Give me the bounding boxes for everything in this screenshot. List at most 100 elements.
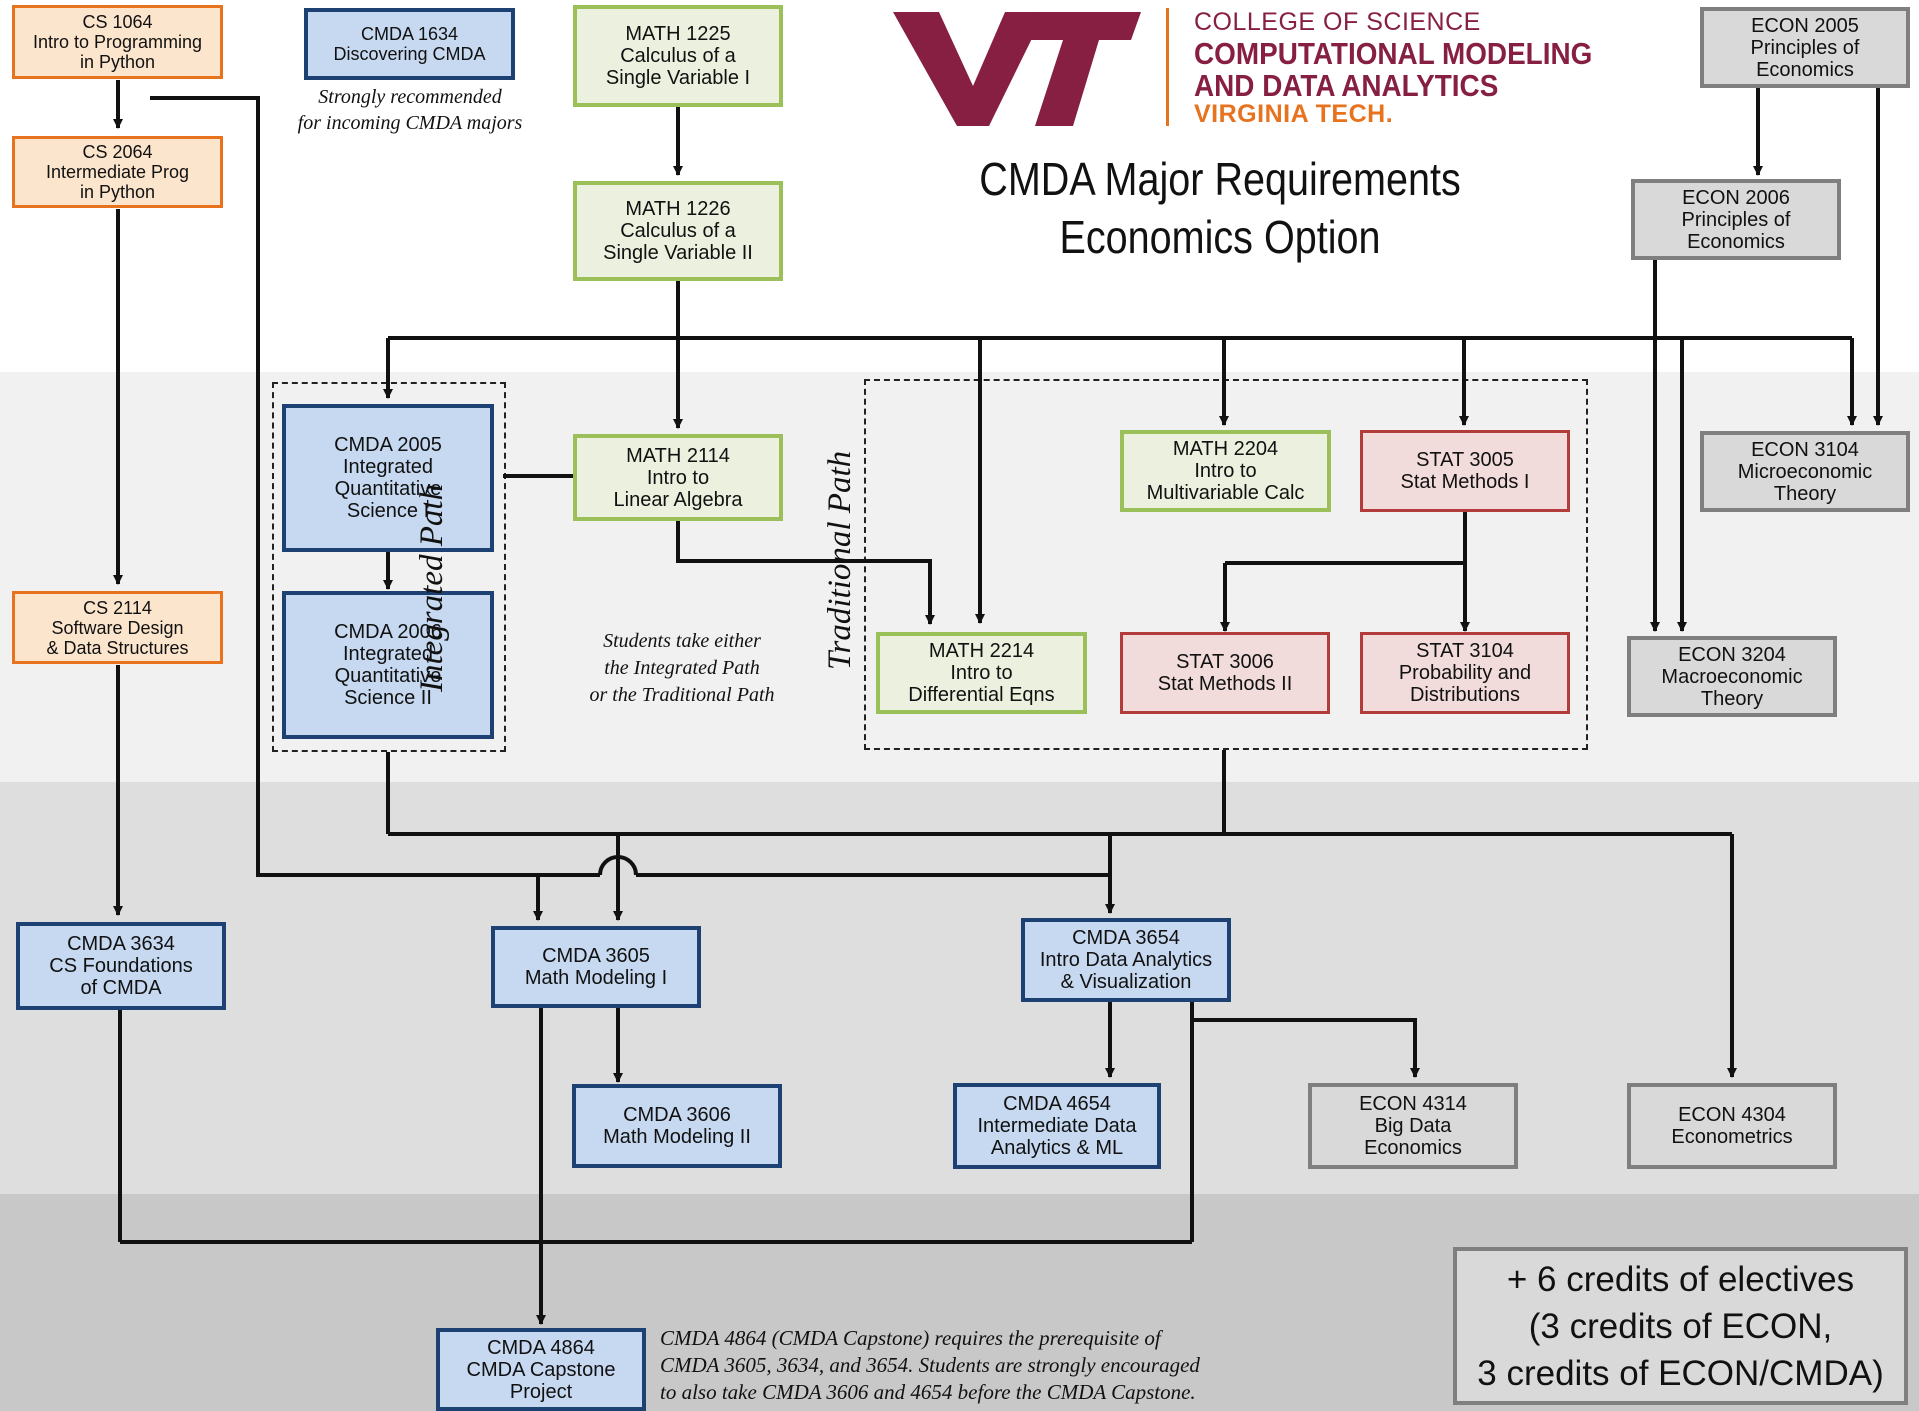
course-title: Software Design bbox=[51, 617, 184, 638]
course-cmda3634: CMDA 3634 CS Foundations of CMDA bbox=[16, 922, 226, 1010]
logo-divider bbox=[1166, 8, 1169, 126]
course-code: MATH 1226 bbox=[625, 198, 731, 220]
electives-line-1: + 6 credits of electives bbox=[1506, 1259, 1855, 1299]
svg-text:VT: VT bbox=[893, 8, 895, 9]
course-title: Theory bbox=[1773, 482, 1837, 505]
course-code: CS 2064 bbox=[82, 142, 153, 162]
course-econ2005: ECON 2005 Principles of Economics bbox=[1700, 7, 1910, 88]
course-code: CS 2114 bbox=[83, 597, 152, 618]
course-code: ECON 3204 bbox=[1678, 643, 1786, 666]
page-title-line-2: Economics Option bbox=[1059, 211, 1381, 263]
course-title: Project bbox=[509, 1380, 573, 1403]
course-math2114: MATH 2114 Intro to Linear Algebra bbox=[573, 434, 783, 521]
course-cmda2006: CMDA 2006 Integrated Quantitative Scienc… bbox=[282, 591, 494, 739]
course-title: Intro to bbox=[1194, 460, 1257, 482]
college-name: COLLEGE OF SCIENCE bbox=[1194, 8, 1481, 36]
electives-line-2: (3 credits of ECON, bbox=[1528, 1306, 1833, 1346]
course-title: Quantitative bbox=[334, 665, 442, 687]
course-title: Theory bbox=[1700, 687, 1764, 710]
course-title: Quantitative bbox=[334, 478, 442, 500]
course-code: ECON 2006 bbox=[1682, 186, 1790, 209]
course-code: ECON 3104 bbox=[1751, 438, 1859, 461]
course-cs2114: CS 2114 Software Design & Data Structure… bbox=[12, 591, 223, 664]
course-title: CMDA Capstone bbox=[466, 1358, 616, 1381]
course-title: in Python bbox=[79, 52, 156, 72]
course-cmda3606: CMDA 3606 Math Modeling II bbox=[572, 1084, 782, 1168]
course-code: CS 1064 bbox=[82, 12, 153, 32]
course-cmda3654: CMDA 3654 Intro Data Analytics & Visuali… bbox=[1021, 918, 1231, 1002]
department-name-line-2: AND DATA ANALYTICS bbox=[1194, 68, 1499, 103]
course-math2204: MATH 2204 Intro to Multivariable Calc bbox=[1120, 430, 1331, 512]
course-title: Differential Eqns bbox=[908, 684, 1055, 706]
course-code: ECON 2005 bbox=[1751, 14, 1859, 37]
course-title: Math Modeling II bbox=[603, 1126, 751, 1148]
course-title: & Visualization bbox=[1060, 971, 1192, 993]
course-title: Intro Data Analytics bbox=[1039, 949, 1213, 971]
course-title: Calculus of a bbox=[620, 220, 736, 242]
course-title: Intermediate Data bbox=[977, 1115, 1137, 1137]
course-code: STAT 3005 bbox=[1416, 449, 1514, 471]
course-code: CMDA 4864 bbox=[487, 1336, 595, 1359]
course-title: Principles of bbox=[1750, 36, 1860, 59]
course-cmda3605: CMDA 3605 Math Modeling I bbox=[491, 926, 701, 1008]
course-econ3104: ECON 3104 Microeconomic Theory bbox=[1700, 431, 1910, 512]
course-code: MATH 2114 bbox=[626, 444, 730, 467]
course-econ2006: ECON 2006 Principles of Economics bbox=[1631, 179, 1841, 260]
course-cmda4654: CMDA 4654 Intermediate Data Analytics & … bbox=[953, 1083, 1161, 1169]
course-title: Discovering CMDA bbox=[333, 44, 486, 64]
course-title: Economics bbox=[1364, 1137, 1462, 1159]
cmda1634-recommendation-note: Strongly recommended for incoming CMDA m… bbox=[297, 86, 523, 134]
course-title: Analytics & ML bbox=[990, 1137, 1124, 1159]
course-math1226: MATH 1226 Calculus of a Single Variable … bbox=[573, 181, 783, 281]
course-code: STAT 3006 bbox=[1176, 651, 1274, 673]
course-title: Integrated bbox=[342, 456, 434, 478]
course-title: Intro to bbox=[950, 662, 1013, 684]
course-code: CMDA 2005 bbox=[334, 434, 442, 456]
course-math1225: MATH 1225 Calculus of a Single Variable … bbox=[573, 5, 783, 107]
traditional-path-label: Traditional Path bbox=[822, 450, 858, 670]
path-choice-note: Students take either the Integrated Path… bbox=[589, 630, 775, 706]
course-title: CS Foundations bbox=[49, 955, 193, 977]
course-code: CMDA 1634 bbox=[360, 24, 459, 44]
course-stat3006: STAT 3006 Stat Methods II bbox=[1120, 632, 1330, 714]
department-name-line-1: COMPUTATIONAL MODELING bbox=[1194, 36, 1593, 71]
course-code: ECON 4314 bbox=[1359, 1093, 1467, 1115]
course-title: Principles of bbox=[1681, 208, 1791, 231]
course-math2214: MATH 2214 Intro to Differential Eqns bbox=[876, 632, 1087, 714]
course-econ4304: ECON 4304 Econometrics bbox=[1627, 1083, 1837, 1169]
course-title: of CMDA bbox=[80, 977, 162, 999]
course-title: Single Variable II bbox=[603, 242, 753, 264]
course-title: Economics bbox=[1756, 58, 1854, 81]
course-title: Intermediate Prog bbox=[45, 162, 190, 182]
course-title: Intro to Programming bbox=[32, 32, 203, 52]
course-title: in Python bbox=[79, 182, 156, 202]
course-title: Math Modeling I bbox=[524, 967, 668, 989]
course-cmda1634: CMDA 1634 Discovering CMDA bbox=[304, 8, 515, 80]
course-code: CMDA 4654 bbox=[1003, 1093, 1111, 1115]
course-stat3104: STAT 3104 Probability and Distributions bbox=[1360, 632, 1570, 714]
course-title: Probability and bbox=[1398, 662, 1532, 684]
course-code: CMDA 2006 bbox=[334, 621, 442, 643]
course-title: Microeconomic bbox=[1737, 460, 1873, 483]
page-title-line-1: CMDA Major Requirements bbox=[979, 153, 1461, 205]
course-title: Stat Methods I bbox=[1400, 471, 1530, 493]
course-title: Multivariable Calc bbox=[1146, 482, 1305, 504]
course-code: STAT 3104 bbox=[1416, 640, 1514, 662]
course-cs2064: CS 2064 Intermediate Prog in Python bbox=[12, 136, 223, 208]
capstone-prerequisite-note: CMDA 4864 (CMDA Capstone) requires the p… bbox=[660, 1326, 1200, 1404]
course-title: Integrated bbox=[342, 643, 434, 665]
course-code: MATH 1225 bbox=[625, 23, 731, 45]
course-title: Macroeconomic bbox=[1661, 665, 1803, 688]
vt-logo: VT bbox=[893, 8, 1141, 126]
course-stat3005: STAT 3005 Stat Methods I bbox=[1360, 430, 1570, 512]
course-title: Linear Algebra bbox=[613, 488, 743, 511]
integrated-path-label: Integrated Path bbox=[414, 483, 450, 692]
course-code: ECON 4304 bbox=[1678, 1104, 1786, 1126]
course-title: Intro to bbox=[646, 466, 710, 489]
course-title: Distributions bbox=[1409, 684, 1521, 706]
course-code: CMDA 3606 bbox=[623, 1104, 731, 1126]
course-title: & Data Structures bbox=[46, 637, 189, 658]
course-title: Calculus of a bbox=[620, 45, 736, 67]
electives-line-3: 3 credits of ECON/CMDA) bbox=[1477, 1353, 1884, 1393]
